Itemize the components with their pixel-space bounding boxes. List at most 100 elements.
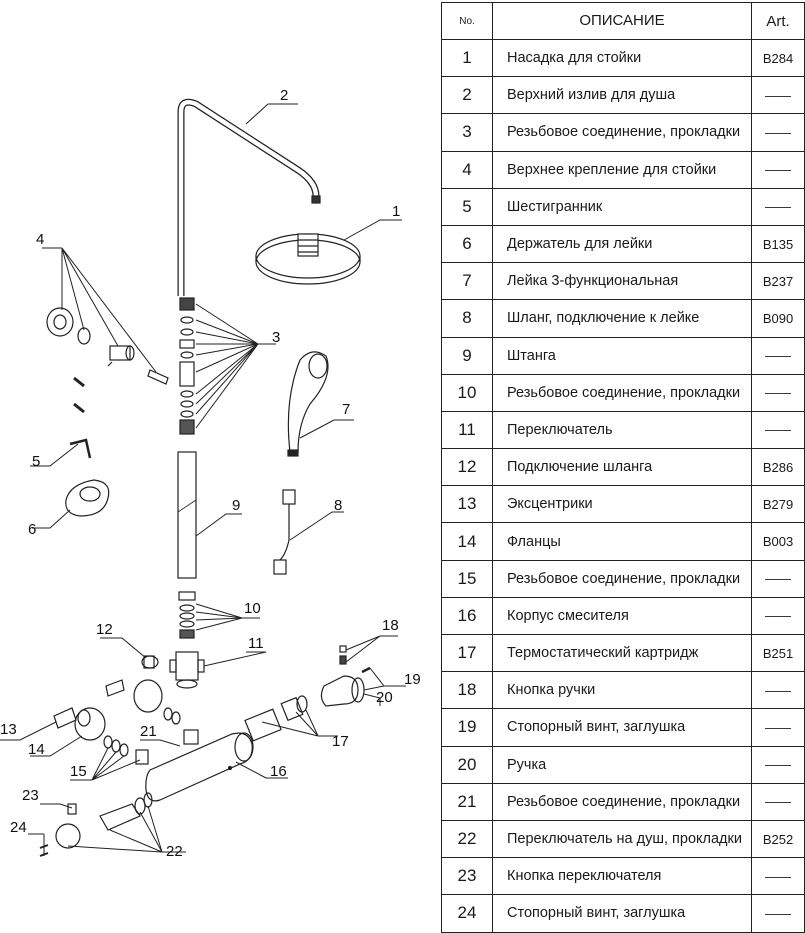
- cell-no: 20: [441, 745, 493, 784]
- callout-21: 21: [140, 723, 157, 740]
- cell-art: B286: [751, 448, 805, 487]
- hex-key: [69, 438, 92, 459]
- cell-art: ——: [751, 782, 805, 821]
- cell-description: Корпус смесителя: [492, 596, 752, 636]
- cell-no: 13: [441, 485, 493, 524]
- cell-no: 17: [441, 633, 493, 673]
- cell-art: ——: [751, 857, 805, 896]
- rail-gaskets: [178, 591, 196, 639]
- cell-art: ——: [751, 894, 805, 933]
- mixer-body: [145, 732, 254, 802]
- shower-rail: [177, 451, 197, 579]
- cell-no: 11: [441, 410, 493, 450]
- callout-15: 15: [70, 763, 87, 780]
- callout-8: 8: [334, 497, 342, 514]
- cell-no: 14: [441, 522, 493, 561]
- cell-art: ——: [751, 76, 805, 115]
- cell-description: Стопорный винт, заглушка: [492, 894, 752, 933]
- cell-description: Резьбовое соединение, прокладки: [492, 782, 752, 821]
- overhead-shower-head: [255, 233, 361, 285]
- header-description: ОПИСАНИЕ: [492, 2, 752, 40]
- cell-description: Подключение шланга: [492, 448, 752, 487]
- cell-art: B135: [751, 224, 805, 264]
- callout-6: 6: [28, 521, 36, 538]
- header-art: Art.: [751, 2, 805, 40]
- callout-19: 19: [404, 671, 421, 688]
- header-no: No.: [441, 2, 493, 40]
- callout-22: 22: [166, 843, 183, 860]
- callout-14: 14: [28, 741, 45, 758]
- hand-shower-holder: [65, 479, 110, 517]
- diverter-knob-assembly: [39, 792, 153, 857]
- cell-art: B090: [751, 299, 805, 338]
- callout-12: 12: [96, 621, 113, 638]
- cell-no: 3: [441, 113, 493, 152]
- cell-art: B251: [751, 633, 805, 673]
- callout-17: 17: [332, 733, 349, 750]
- cell-description: Кнопка переключателя: [492, 857, 752, 896]
- hose-outlet: [141, 655, 159, 669]
- cell-no: 21: [441, 782, 493, 821]
- cell-description: Шестигранник: [492, 187, 752, 226]
- cell-description: Верхнее крепление для стойки: [492, 150, 752, 189]
- cell-no: 22: [441, 819, 493, 859]
- cell-art: B252: [751, 819, 805, 859]
- cell-description: Кнопка ручки: [492, 671, 752, 710]
- cell-no: 9: [441, 336, 493, 375]
- callout-16: 16: [270, 763, 287, 780]
- cell-art: ——: [751, 150, 805, 189]
- leader-lines: [0, 103, 406, 856]
- cell-description: Термостатический картридж: [492, 633, 752, 673]
- cell-art: ——: [751, 559, 805, 598]
- cell-description: Стопорный винт, заглушка: [492, 708, 752, 747]
- cell-no: 1: [441, 38, 493, 78]
- cell-no: 10: [441, 373, 493, 412]
- callout-11: 11: [248, 635, 264, 652]
- diverter: [169, 651, 205, 689]
- cell-no: 8: [441, 299, 493, 338]
- cell-art: ——: [751, 745, 805, 784]
- cell-no: 5: [441, 187, 493, 226]
- callout-4: 4: [36, 231, 44, 248]
- eccentrics-and-flanges: [53, 679, 163, 741]
- callout-5: 5: [32, 453, 40, 470]
- cell-no: 15: [441, 559, 493, 598]
- table-header-row: No. ОПИСАНИЕ Art.: [441, 2, 805, 40]
- callout-23: 23: [22, 787, 39, 804]
- cell-no: 12: [441, 448, 493, 487]
- top-bracket-parts: [46, 307, 169, 414]
- cell-art: ——: [751, 671, 805, 710]
- callout-3: 3: [272, 329, 280, 346]
- cell-no: 2: [441, 76, 493, 115]
- cell-description: Шланг, подключение к лейке: [492, 299, 752, 338]
- cell-description: Верхний излив для душа: [492, 76, 752, 115]
- cell-art: ——: [751, 596, 805, 636]
- handle-assembly: [320, 645, 371, 707]
- callout-numbers: 1 2 3 4 5 6 7 8 9 10 11 12 13 14 15 16 1…: [0, 87, 421, 860]
- cell-art: B284: [751, 38, 805, 78]
- cell-description: Резьбовое соединение, прокладки: [492, 373, 752, 412]
- cell-art: ——: [751, 708, 805, 747]
- cell-description: Переключатель: [492, 410, 752, 450]
- callout-18: 18: [382, 617, 399, 634]
- cell-description: Лейка 3-функциональная: [492, 262, 752, 301]
- cell-art: B237: [751, 262, 805, 301]
- cell-description: Резьбовое соединение, прокладки: [492, 113, 752, 152]
- cell-art: ——: [751, 410, 805, 450]
